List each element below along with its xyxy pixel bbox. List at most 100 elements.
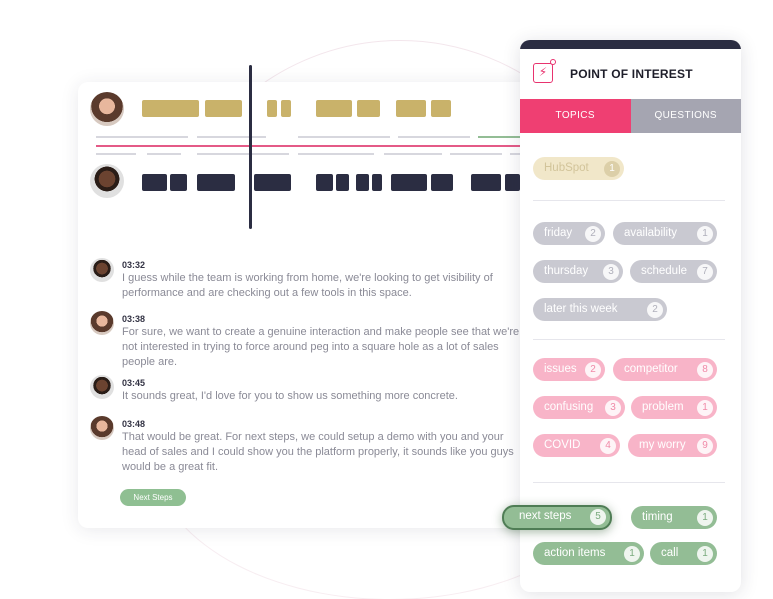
topic-chip-action-items[interactable]: action items 1 <box>533 542 644 565</box>
speech-segment <box>471 174 501 191</box>
speech-segment <box>254 174 291 191</box>
chip-count: 8 <box>697 361 713 378</box>
chip-count: 2 <box>647 301 663 318</box>
divider <box>533 200 725 201</box>
topic-chip-hubspot[interactable]: HubSpot 1 <box>533 157 624 180</box>
chip-count: 4 <box>600 437 616 454</box>
speech-segment <box>142 174 167 191</box>
topic-chip-competitor[interactable]: competitor 8 <box>613 358 717 381</box>
chip-count: 1 <box>624 545 640 562</box>
speech-segment <box>336 174 349 191</box>
speech-segment <box>170 174 187 191</box>
speech-segment <box>316 100 352 117</box>
chip-label: friday <box>544 227 573 239</box>
chip-count: 1 <box>604 160 620 177</box>
chip-label: later this week <box>544 303 618 315</box>
message-time: 03:38 <box>122 314 146 324</box>
transcript-message: 03:45 It sounds great, I'd love for you … <box>122 377 522 404</box>
speech-segment <box>431 174 453 191</box>
chip-label: thursday <box>544 265 589 277</box>
chip-label: schedule <box>641 265 688 277</box>
chip-label: call <box>661 547 679 559</box>
chip-count: 9 <box>697 437 713 454</box>
message-text: It sounds great, I'd love for you to sho… <box>122 390 458 402</box>
chip-label: COVID <box>544 439 581 451</box>
divider <box>533 339 725 340</box>
chip-label: HubSpot <box>544 162 589 174</box>
topic-chip-friday[interactable]: friday 2 <box>533 222 605 245</box>
speech-segment <box>142 100 199 117</box>
next-steps-tag[interactable]: Next Steps <box>120 489 186 506</box>
topic-chip-schedule[interactable]: schedule 7 <box>630 260 717 283</box>
chip-label: next steps <box>519 510 572 522</box>
chip-label: confusing <box>544 401 594 413</box>
chip-label: competitor <box>624 363 678 375</box>
message-text: I guess while the team is working from h… <box>122 272 493 299</box>
message-time: 03:48 <box>122 419 146 429</box>
chip-count: 1 <box>697 225 713 242</box>
topic-chip-availability[interactable]: availability 1 <box>613 222 717 245</box>
speech-segment <box>357 100 380 117</box>
transcript-message: 03:38 For sure, we want to create a genu… <box>122 313 522 370</box>
speech-segment <box>205 100 242 117</box>
tab-questions[interactable]: QUESTIONS <box>630 99 741 133</box>
chip-label: my worry <box>639 439 686 451</box>
chip-label: action items <box>544 547 606 559</box>
chip-count: 1 <box>697 509 713 526</box>
speech-segment <box>281 100 291 117</box>
speech-segment <box>431 100 451 117</box>
topic-chip-problem[interactable]: problem 1 <box>631 396 717 419</box>
topic-chip-covid[interactable]: COVID 4 <box>533 434 620 457</box>
chip-count: 1 <box>697 399 713 416</box>
panel-tabs: TOPICS QUESTIONS <box>520 99 741 133</box>
speech-segment <box>356 174 369 191</box>
speaker-avatar-woman <box>90 92 124 126</box>
topic-chip-my-worry[interactable]: my worry 9 <box>628 434 717 457</box>
avatar <box>90 258 114 282</box>
lightning-icon: ⚡︎ <box>533 63 553 83</box>
topic-chip-thursday[interactable]: thursday 3 <box>533 260 623 283</box>
speech-segment <box>391 174 427 191</box>
chip-count: 5 <box>590 508 606 525</box>
speech-segment <box>396 100 426 117</box>
chip-count: 1 <box>697 545 713 562</box>
chip-count: 2 <box>585 225 601 242</box>
playhead-marker[interactable] <box>249 65 252 229</box>
topic-chip-later-this-week[interactable]: later this week 2 <box>533 298 667 321</box>
chip-label: availability <box>624 227 678 239</box>
message-time: 03:32 <box>122 260 146 270</box>
chip-count: 3 <box>603 263 619 280</box>
avatar <box>90 311 114 335</box>
tab-topics[interactable]: TOPICS <box>520 99 631 133</box>
transcript-message: 03:48 That would be great. For next step… <box>122 418 522 475</box>
chip-count: 2 <box>585 361 601 378</box>
divider <box>533 482 725 483</box>
panel-top-bar <box>520 40 741 49</box>
topic-chip-issues[interactable]: issues 2 <box>533 358 605 381</box>
conversation-card <box>78 82 540 528</box>
chip-count: 3 <box>605 399 621 416</box>
avatar <box>90 416 114 440</box>
chip-label: problem <box>642 401 684 413</box>
speaker-avatar-man <box>90 164 124 198</box>
transcript-message: 03:32 I guess while the team is working … <box>122 259 522 301</box>
message-time: 03:45 <box>122 378 146 388</box>
speech-segment <box>316 174 333 191</box>
topic-chip-call[interactable]: call 1 <box>650 542 717 565</box>
topic-chip-timing[interactable]: timing 1 <box>631 506 717 529</box>
topic-chip-confusing[interactable]: confusing 3 <box>533 396 625 419</box>
avatar <box>90 375 114 399</box>
chip-count: 7 <box>697 263 713 280</box>
panel-title: POINT OF INTEREST <box>570 67 693 81</box>
speech-segment <box>505 174 520 191</box>
speech-segment <box>267 100 277 117</box>
notification-dot <box>550 59 556 65</box>
chip-label: issues <box>544 363 577 375</box>
chip-label: timing <box>642 511 673 523</box>
speech-segment <box>197 174 235 191</box>
topic-chip-next-steps[interactable]: next steps 5 <box>502 505 612 530</box>
message-text: That would be great. For next steps, we … <box>122 431 514 473</box>
panel-header: ⚡︎ POINT OF INTEREST <box>520 49 741 99</box>
speech-segment <box>372 174 382 191</box>
message-text: For sure, we want to create a genuine in… <box>122 326 520 368</box>
